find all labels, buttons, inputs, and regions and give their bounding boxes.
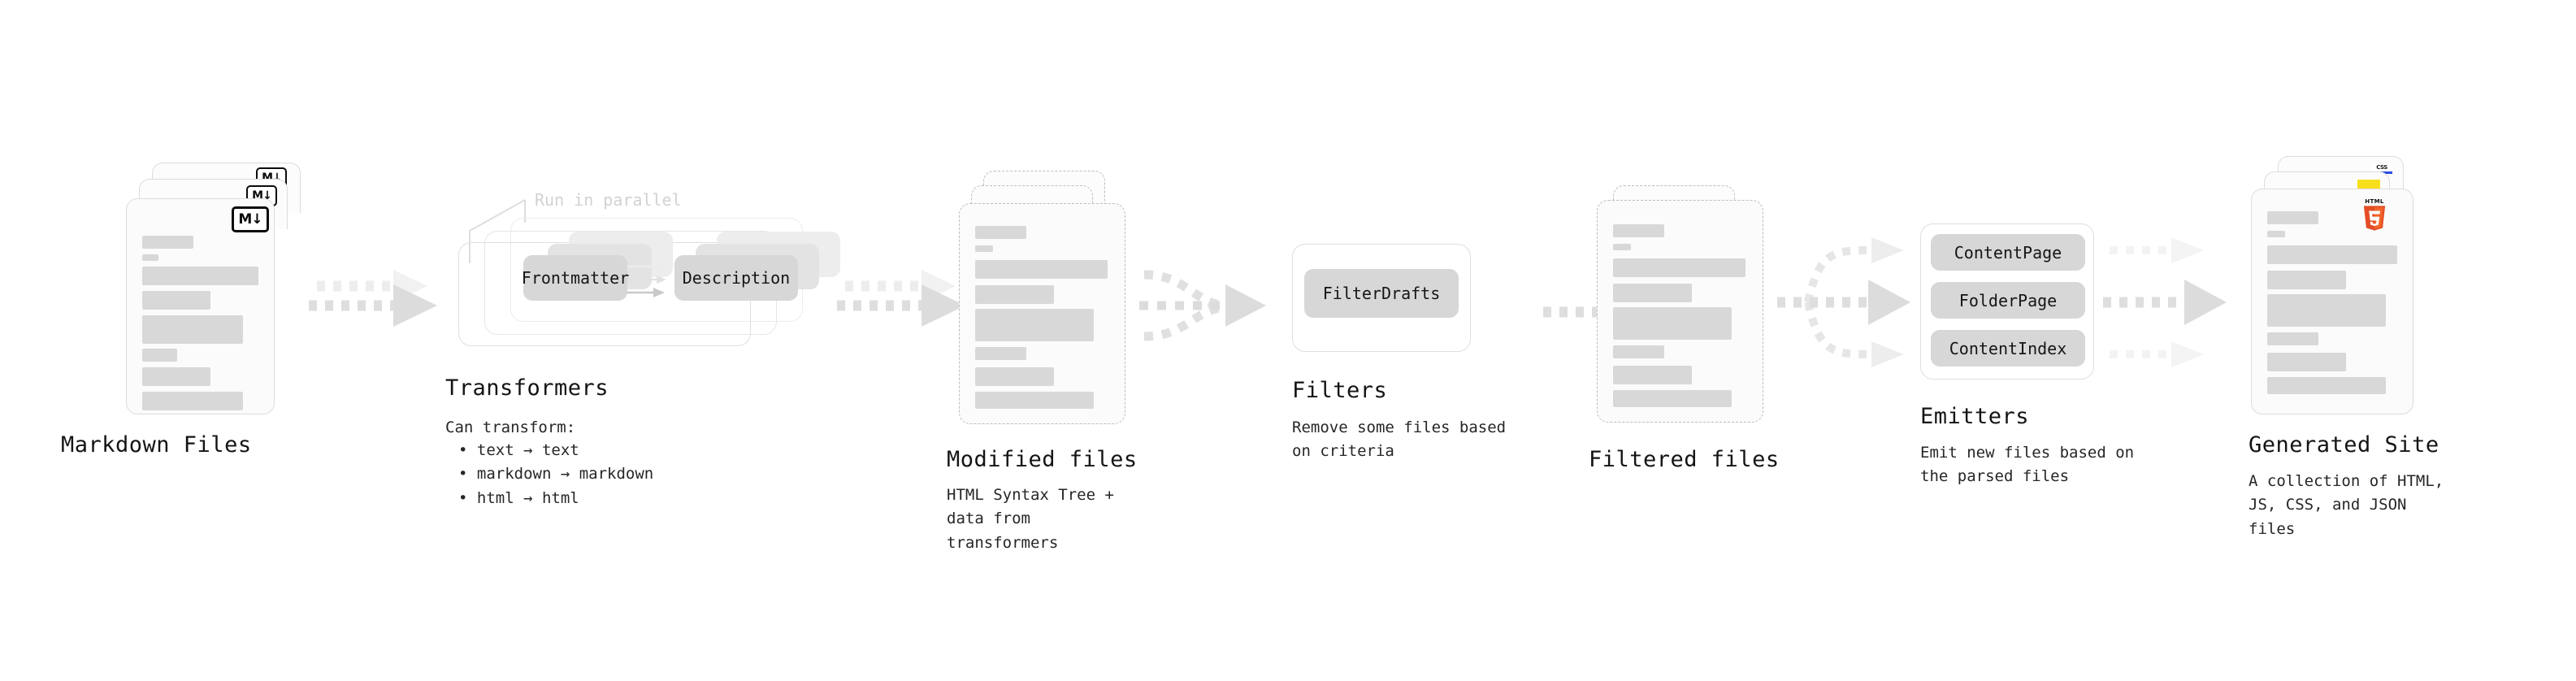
skeleton-line [2267,332,2318,345]
transformers-bullet: • html → html [458,487,653,510]
stage-title-emitters: Emitters [1920,404,2030,429]
bullet-label: html → html [476,488,579,507]
skeleton-line [975,309,1094,341]
filtered-file-stack [1597,185,1784,445]
skeleton-line [1613,390,1732,407]
transformers-bullet-list: • text → text • markdown → markdown • ht… [458,439,653,510]
generated-site-file-stack: CSS HTML [2251,156,2462,432]
skeleton-line [1613,307,1732,340]
arrow-modified-to-filters [1139,270,1266,341]
skeleton-line [975,367,1054,386]
skeleton-line [142,367,210,386]
skeleton-line [2267,377,2386,394]
skeleton-line [142,315,243,344]
arrow-filtered-to-emitters [1777,237,1910,367]
transformers-bullet: • markdown → markdown [458,462,653,486]
bullet-label: markdown → markdown [476,465,654,484]
svg-text:HTML: HTML [2365,198,2384,205]
skeleton-line [1613,345,1664,358]
stage-title-transformers: Transformers [445,375,609,401]
markdown-icon: M↓ [232,206,269,232]
stage-transformers: Run in parallel Frontmatter Description … [445,190,845,507]
skeleton-line [2267,353,2346,371]
skeleton-line [142,267,258,285]
arrow-markdown-to-transformers [309,270,437,327]
stage-filtered-files: Filtered files [1589,185,1784,494]
stage-emitters: ContentPage FolderPage ContentIndex Emit… [1920,223,2188,500]
skeleton-line [2267,245,2397,264]
stage-desc-generated-site: A collection of HTML, JS, CSS, and JSON … [2249,472,2444,538]
skeleton-line [142,291,210,310]
stage-desc-emitters: Emit new files based on the parsed files [1920,444,2135,486]
bullet-dot: • [458,441,477,459]
skeleton-line [975,285,1054,304]
skeleton-line [142,392,243,410]
skeleton-line [975,392,1094,409]
skeleton-line [975,245,993,252]
transformers-bullet: • text → text [458,439,653,462]
stage-title-filtered-files: Filtered files [1589,447,1780,472]
stage-desc-filters: Remove some files based on criteria [1292,419,1507,461]
transformer-chip-frontmatter[interactable]: Frontmatter [522,255,629,301]
skeleton-line [975,260,1108,279]
emitters-group-box [1920,223,2094,380]
stage-modified-files: Modified files HTML Syntax Tree + data f… [947,171,1146,552]
stage-title-filters: Filters [1292,378,1388,403]
stage-markdown-files: M↓ M↓ M↓ Markdown Files [61,163,313,458]
emitter-chip-folderpage[interactable]: FolderPage [1931,282,2085,319]
html5-icon: HTML [2363,198,2386,231]
skeleton-line [1613,224,1664,237]
skeleton-line [1613,284,1692,302]
markdown-file-stack: M↓ M↓ M↓ [126,163,313,414]
run-in-parallel-label: Run in parallel [535,190,682,210]
skeleton-line [1613,258,1746,277]
skeleton-line [2267,211,2318,224]
stage-title-generated-site: Generated Site [2249,432,2439,458]
bullet-dot: • [458,488,477,507]
skeleton-line [1613,366,1692,384]
filter-chip-filterdrafts[interactable]: FilterDrafts [1304,269,1459,318]
stage-title-markdown-files: Markdown Files [61,432,252,458]
emitter-chip-contentindex[interactable]: ContentIndex [1931,330,2085,367]
transformers-desc-intro: Can transform: [445,419,576,436]
transformer-chip-description[interactable]: Description [674,255,798,301]
modified-file-stack [959,171,1146,431]
skeleton-line [142,349,177,362]
bullet-dot: • [458,465,477,484]
skeleton-line [1613,244,1631,250]
skeleton-line [142,236,193,249]
filters-group-box [1292,244,1471,352]
skeleton-line [975,226,1026,239]
skeleton-line [2267,231,2285,237]
stage-generated-site: CSS HTML Generated Site A co [2249,156,2462,538]
skeleton-line [142,254,158,261]
stage-title-modified-files: Modified files [947,447,1138,472]
stage-desc-modified-files: HTML Syntax Tree + data from transformer… [947,486,1114,552]
bullet-label: text → text [476,441,579,459]
skeleton-line [2267,271,2346,289]
skeleton-line [975,347,1026,360]
skeleton-line [2267,294,2386,327]
stage-filters: FilterDrafts Filters Remove some files b… [1292,244,1560,512]
emitter-chip-contentpage[interactable]: ContentPage [1931,234,2085,271]
